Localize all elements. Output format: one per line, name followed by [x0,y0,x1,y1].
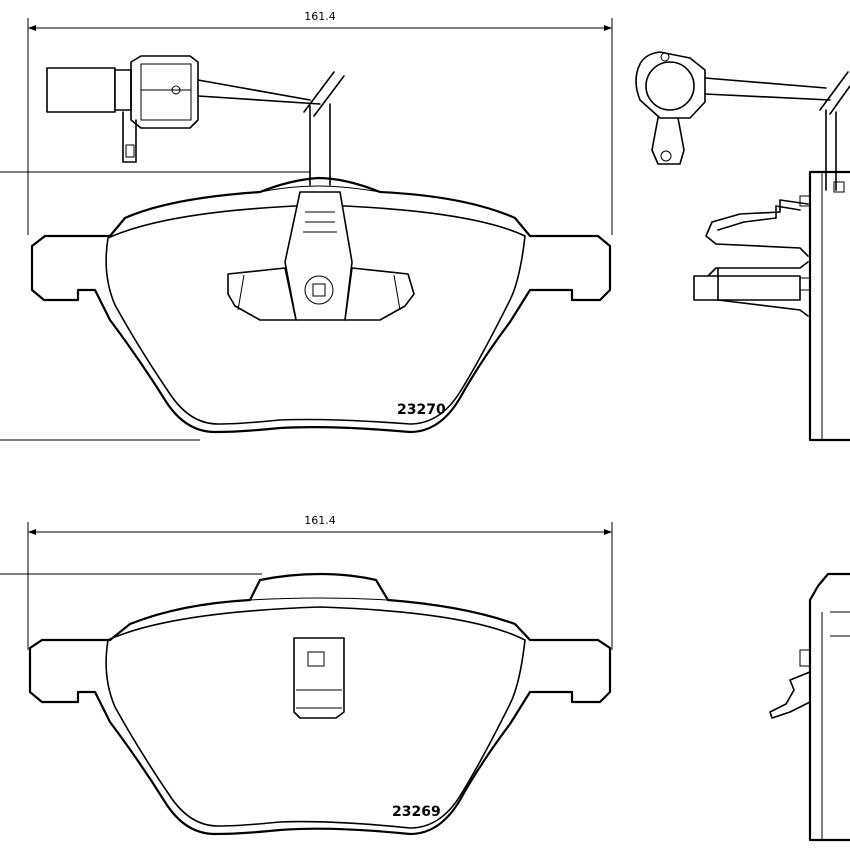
bottom-side-backplate [808,572,850,842]
bottom-pad-front-view: 161.4 23269 [0,514,613,836]
top-part-number: 23270 [397,402,446,418]
wear-sensor-connector [46,55,321,163]
top-pad-backplate [30,176,612,434]
top-side-backplate [808,170,850,442]
bottom-dimension-line [27,522,613,650]
top-dimension-line [27,18,613,235]
bottom-pad-side-view [769,572,850,842]
top-pad-spring-clip [227,191,415,321]
bottom-dimension-label: 161.4 [304,514,336,527]
wear-sensor-side-connector [635,51,850,165]
bottom-part-number: 23269 [392,804,441,820]
bottom-pad-friction-material [105,606,526,829]
top-pad-friction-material [105,204,526,425]
top-dimension-label: 161.4 [304,10,336,23]
bottom-side-spring-wire [769,671,811,719]
top-side-spring-clip [693,199,809,317]
bottom-pad-backplate [28,572,612,836]
top-pad-front-view: 161.4 [0,10,613,441]
bottom-pad-clip-plate [293,637,345,719]
wear-sensor-wire [303,71,345,186]
top-pad-side-view [635,51,850,442]
